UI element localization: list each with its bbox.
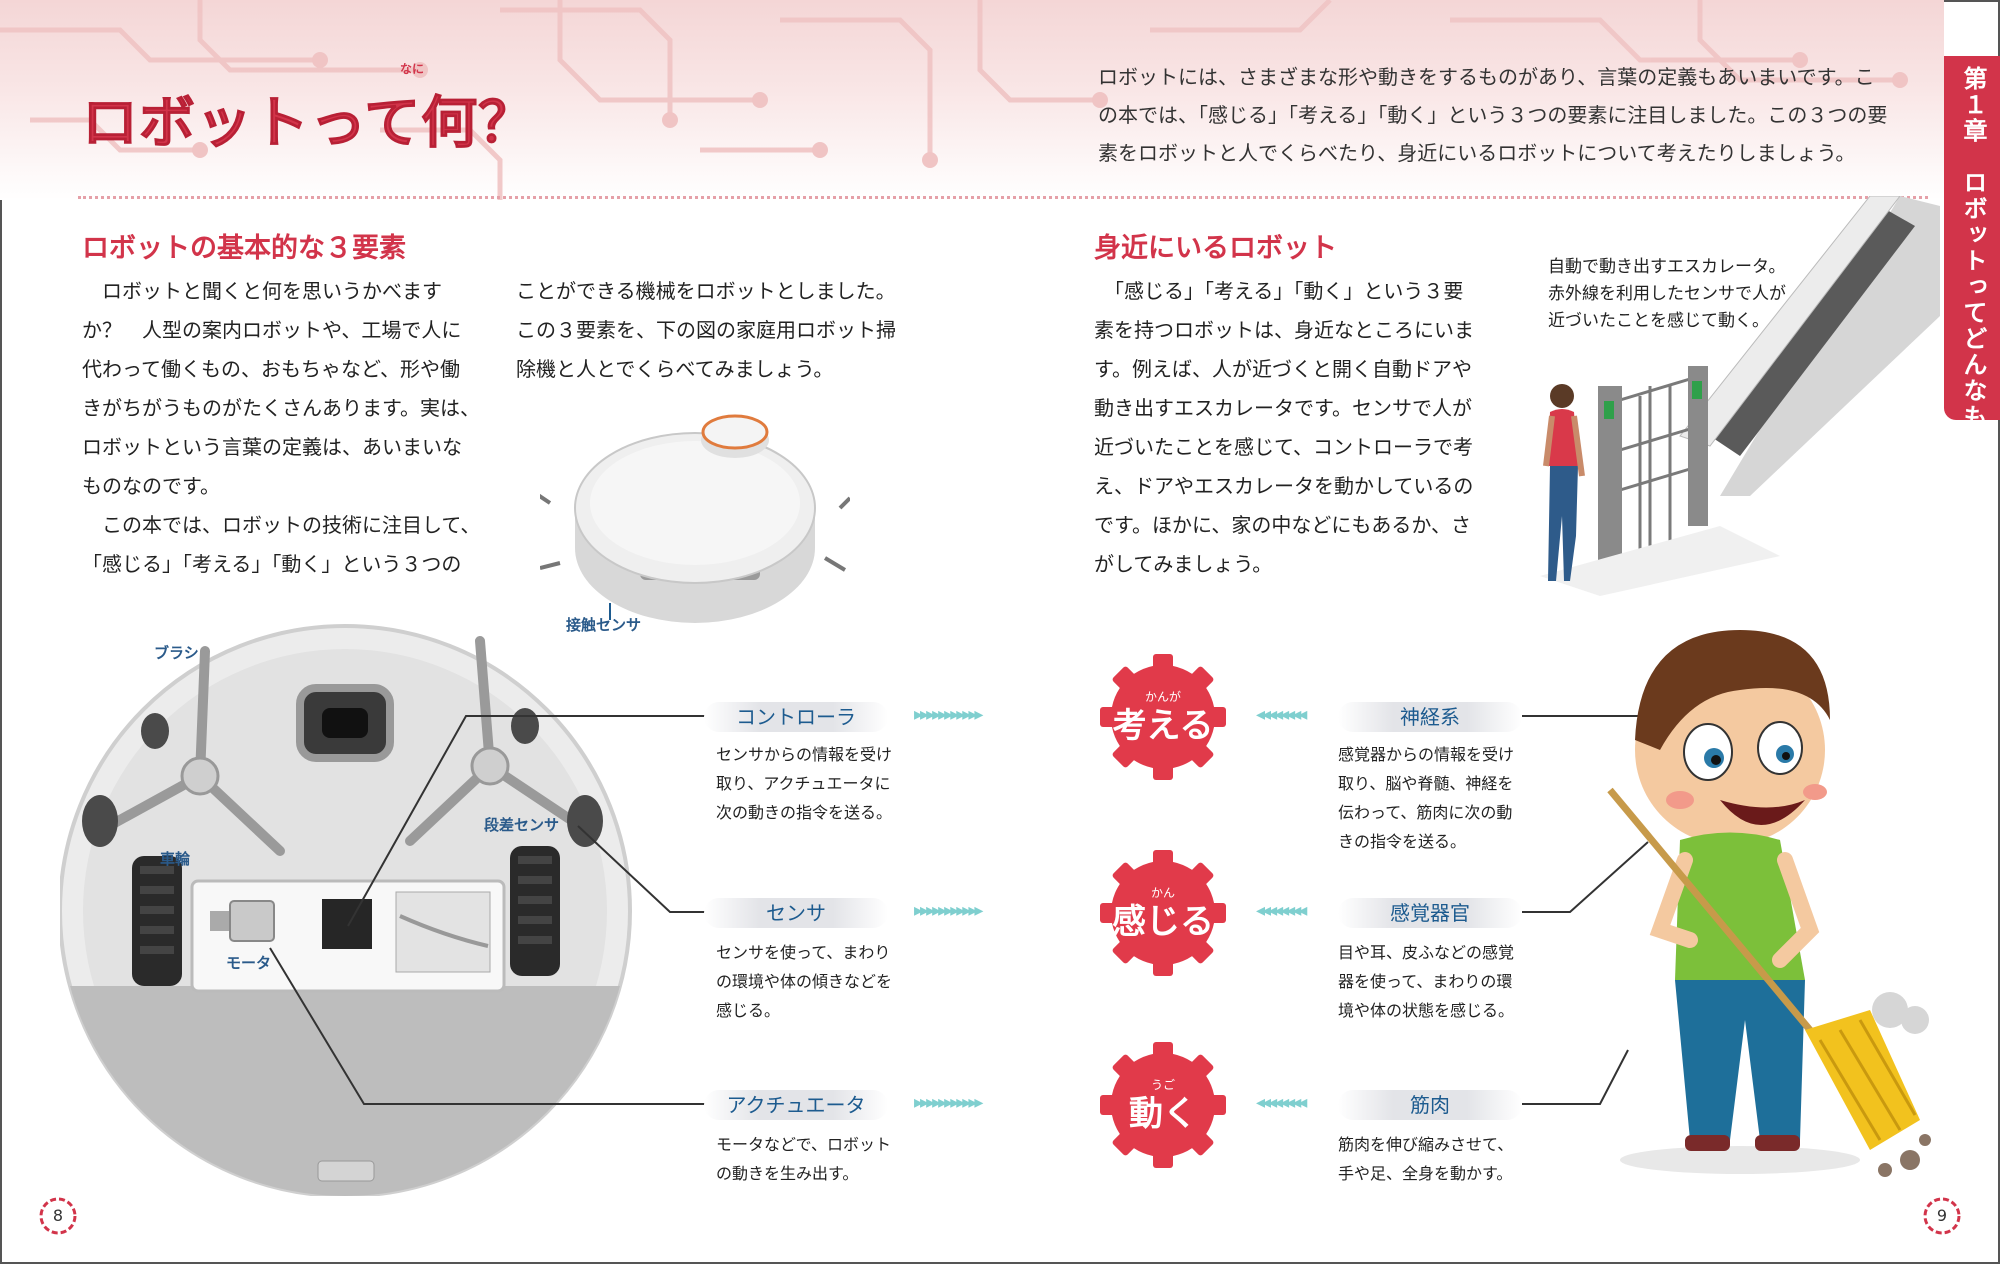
section2-body: 「感じる」「考える」「動く」という３要 素を持つロボットは、身近なところにいま … [1094,272,1514,584]
desc-line: の環境や体の傾きなどを [716,972,893,991]
desc-line: 器を使って、まわりの環 [1338,972,1513,991]
chapter-tab [1944,56,2000,420]
arrows-left: ◂◂◂◂◂◂◂◂ [1256,704,1307,725]
intro-line: ロボットには、さまざまな形や動きをするものがあり、言葉の定義もあいまいです。こ [1098,65,1875,89]
caption-line: 赤外線を利用したセンサで人が [1548,284,1786,304]
motor-label: モータ [226,954,272,972]
section2-heading: 身近にいるロボット [1094,233,1337,264]
human-desc-sense-organs: 目や耳、皮ふなどの感覚 器を使って、まわりの環 境や体の状態を感じる。 [1338,938,1538,1025]
text-line: ロボットという言葉の定義は、あいまいな [82,435,462,459]
text-line: 除機と人とでくらべてみましょう。 [516,357,834,381]
robot-term-actuator: アクチュエータ [704,1090,888,1120]
text-line: 「感じる」「考える」「動く」という３要 [1094,279,1464,303]
human-term-sense-organs: 感覚器官 [1338,898,1522,928]
section1-col1: ロボットと聞くと何を思いうかべます か？ 人型の案内ロボットや、工場で人に 代わ… [82,272,482,584]
caption-line: 近づいたことを感じて動く。 [1548,311,1769,331]
contact-sensor-label: 接触センサ [566,616,642,634]
intro-line: 素をロボットと人でくらべたり、身近にいるロボットについて考えたりしましょう。 [1098,141,1856,165]
page-number-right: 9 [1936,1206,1948,1225]
chapter-tab-label: 第１章 ロボットってどんなもの？ [1959,66,1987,482]
robot-desc-controller: センサからの情報を受け 取り、アクチュエータに 次の動きの指令を送る。 [716,740,916,827]
text-line: 素を持つロボットは、身近なところにいま [1094,318,1474,342]
circuit-pattern [0,0,1908,200]
text-line: か？ 人型の案内ロボットや、工場で人に [82,318,462,342]
desc-line: 次の動きの指令を送る。 [716,803,893,822]
intro-line: の本では、「感じる」「考える」「動く」という３つの要素に注目しました。この３つの… [1098,103,1888,127]
text-line: え、ドアやエスカレータを動かしているの [1094,474,1474,498]
arrows-right: ▸▸▸▸▸▸▸▸▸▸▸ [914,704,983,725]
text-line: この３要素を、下の図の家庭用ロボット掃 [516,318,896,342]
arrows-left: ◂◂◂◂◂◂◂◂ [1256,900,1307,921]
page-title: ロボットって何？ [81,91,536,157]
robot-vacuum-illustration [540,414,850,623]
robot-desc-actuator: モータなどで、ロボット の動きを生み出す。 [716,1130,916,1188]
desc-line: 取り、アクチュエータに [716,774,891,793]
text-line: ロボットと聞くと何を思いうかべます [82,279,442,303]
text-line: がしてみましょう。 [1094,552,1273,576]
arrows-right: ▸▸▸▸▸▸▸▸▸▸▸ [914,1092,983,1113]
page-number-left: 8 [52,1206,64,1225]
text-line: 代わって働くもの、おもちゃなど、形や働 [82,357,460,381]
brush-label: ブラシ [154,644,199,662]
text-line: 動き出すエスカレータです。センサで人が [1094,396,1472,420]
robot-desc-sensor: センサを使って、まわり の環境や体の傾きなどを 感じる。 [716,938,916,1025]
section1-col2: ことができる機械をロボットとしました。 この３要素を、下の図の家庭用ロボット掃 … [516,272,916,389]
text-line: 「感じる」「考える」「動く」という３つの [82,552,462,576]
desc-line: 境や体の状態を感じる。 [1338,1001,1515,1020]
page-number-gear-left [39,1197,77,1235]
arrows-right: ▸▸▸▸▸▸▸▸▸▸▸ [914,900,983,921]
human-desc-muscle: 筋肉を伸び縮みさせて、 手や足、全身を動かす。 [1338,1130,1538,1188]
dotted-divider [78,196,1928,199]
desc-line: 感じる。 [716,1001,781,1020]
text-line: きがちがうものがたくさんあります。実は、 [82,396,480,420]
boy-sweeping-illustration [1607,630,1931,1177]
center-move: 動く [1129,1094,1197,1134]
arrows-left: ◂◂◂◂◂◂◂◂ [1256,1092,1307,1113]
text-line: ことができる機械をロボットとしました。 [516,279,896,303]
text-line: ものなのです。 [82,474,220,498]
page-number-gear-right [1923,1197,1961,1235]
human-term-muscle: 筋肉 [1338,1090,1522,1120]
robot-vacuum-underside [60,624,632,1196]
gear-ruby: かんが [1144,690,1181,704]
desc-line: きの指令を送る。 [1338,832,1467,851]
center-sense: 感じる [1112,902,1214,942]
desc-line: の動きを生み出す。 [716,1164,859,1183]
robot-term-controller: コントローラ [704,702,888,732]
desc-line: 目や耳、皮ふなどの感覚 [1338,943,1515,962]
intro-text: ロボットには、さまざまな形や動きをするものがあり、言葉の定義もあいまいです。こ … [1098,58,1928,172]
gear-think [1100,654,1226,780]
desc-line: 感覚器からの情報を受け [1338,745,1515,764]
text-line: です。ほかに、家の中などにもあるか、さ [1094,513,1471,537]
text-line: 近づいたことを感じて、コントローラで考 [1094,435,1473,459]
desc-line: 伝わって、筋肉に次の動 [1338,803,1513,822]
human-term-nervous: 神経系 [1338,702,1522,732]
gear-ruby: かん [1150,886,1175,900]
gear-sense [1100,850,1226,976]
gear-ruby: うご [1150,1078,1175,1092]
desc-line: センサからの情報を受け [716,745,893,764]
section1-heading: ロボットの基本的な３要素 [82,233,406,264]
escalator-illustration [1540,196,1940,596]
human-desc-nervous: 感覚器からの情報を受け 取り、脳や脊髄、神経を 伝わって、筋肉に次の動 きの指令… [1338,740,1538,856]
desc-line: 筋肉を伸び縮みさせて、 [1338,1135,1514,1154]
escalator-caption: 自動で動き出すエスカレータ。 赤外線を利用したセンサで人が 近づいたことを感じて… [1548,254,1818,335]
desc-line: 手や足、全身を動かす。 [1338,1164,1513,1183]
desc-line: モータなどで、ロボット [716,1135,892,1154]
desc-line: 取り、脳や脊髄、神経を [1338,774,1514,793]
step-sensor-label: 段差センサ [484,816,560,834]
text-line: この本では、ロボットの技術に注目して、 [82,513,481,537]
wheel-label: 車輪 [160,850,191,868]
robot-term-sensor: センサ [704,898,888,928]
text-line: す。例えば、人が近づくと開く自動ドアや [1094,357,1472,381]
center-think: 考える [1112,706,1214,746]
title-ruby: なに [400,62,425,76]
caption-line: 自動で動き出すエスカレータ。 [1548,257,1786,277]
desc-line: センサを使って、まわり [716,943,891,962]
gear-move [1100,1042,1226,1168]
header-background [0,0,1944,200]
